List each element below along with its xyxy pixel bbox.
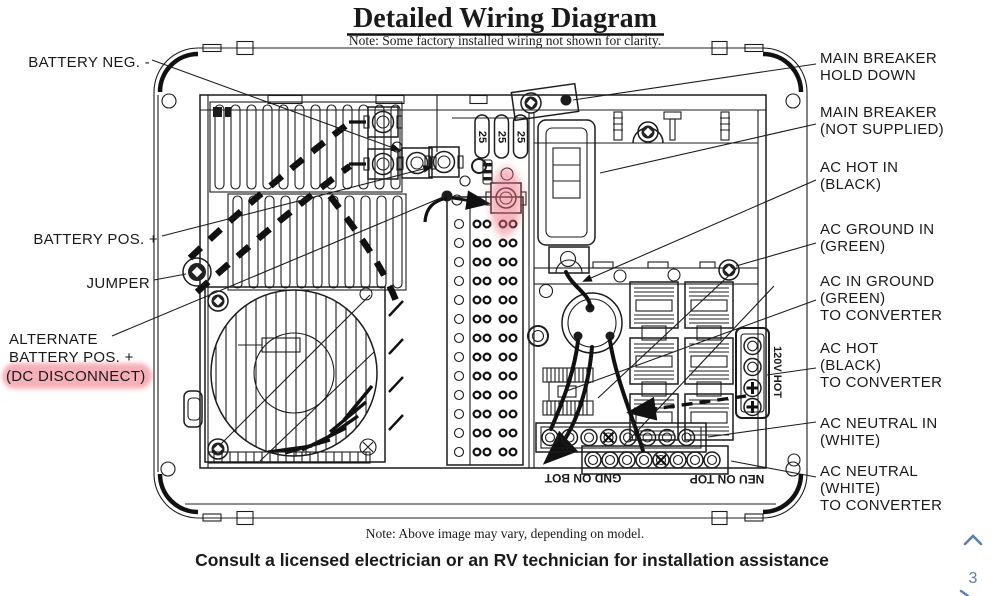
label-main-breaker-1: MAIN BREAKER	[820, 104, 937, 121]
subtitle-note: Note: Some factory installed wiring not …	[349, 33, 661, 48]
label-ac-in-ground-3: TO CONVERTER	[820, 307, 942, 324]
header: Detailed Wiring Diagram Note: Some facto…	[347, 3, 664, 48]
screw-icon	[637, 121, 659, 143]
label-alternate-2: BATTERY POS. +	[9, 349, 134, 366]
hot-block-label: 120V HOT	[771, 346, 783, 398]
enclosure-outline	[153, 47, 808, 519]
label-ac-neutral-in-2: (WHITE)	[820, 432, 880, 449]
mounting-hole	[160, 461, 176, 477]
label-ac-in-ground-2: (GREEN)	[820, 290, 885, 307]
terminal-posts	[613, 111, 730, 144]
label-ac-ground-in-2: (GREEN)	[820, 238, 885, 255]
ground-screw-icon	[718, 259, 740, 281]
label-battery-neg: BATTERY NEG. -	[28, 54, 150, 71]
cooling-fan	[183, 286, 404, 464]
label-ac-neutral-conv-1: AC NEUTRAL	[820, 463, 918, 480]
enclosure-frame	[153, 40, 808, 526]
label-ac-ground-in-1: AC GROUND IN	[820, 221, 934, 238]
screw-icon	[207, 438, 229, 460]
battery-cables	[187, 120, 402, 308]
hot-terminal-block: 120V HOT	[735, 327, 783, 419]
left-labels: BATTERY NEG. - BATTERY POS. + JUMPER ALT…	[2, 54, 158, 389]
gnd-strip-label: GND ON BOT	[544, 471, 621, 485]
hold-down-anchor-dot	[560, 94, 572, 106]
ac-wire-junction	[527, 292, 623, 354]
dc-disconnect-connector	[423, 166, 527, 238]
footer: Note: Above image may vary, depending on…	[195, 526, 829, 570]
label-ac-in-ground-1: AC IN GROUND	[820, 273, 934, 290]
fuse-slots-25amp: 25 25 25	[474, 114, 529, 185]
pagination[interactable]: 3	[959, 534, 983, 596]
label-ac-neutral-in-1: AC NEUTRAL IN	[820, 415, 938, 432]
mounting-hole	[161, 93, 177, 109]
jumper-screw	[182, 257, 212, 287]
label-ac-hot-in-2: (BLACK)	[820, 176, 881, 193]
label-main-breaker-2: (NOT SUPPLIED)	[820, 121, 944, 138]
page-title: Detailed Wiring Diagram	[353, 3, 657, 34]
leader-lines	[111, 59, 817, 478]
label-hold-down-1: MAIN BREAKER	[820, 50, 937, 67]
breaker-hold-down-bracket	[510, 82, 580, 122]
pink-highlight-dc-disconnect	[2, 363, 152, 389]
right-labels: MAIN BREAKER HOLD DOWN MAIN BREAKER (NOT…	[820, 50, 944, 514]
chevron-up-icon[interactable]	[963, 534, 983, 546]
label-ac-hot-conv-3: TO CONVERTER	[820, 374, 942, 391]
ground-rail	[533, 259, 759, 299]
battery-bolt	[363, 148, 403, 180]
chevron-down-icon[interactable]	[959, 589, 970, 596]
label-battery-pos: BATTERY POS. +	[33, 231, 158, 248]
label-hold-down-2: HOLD DOWN	[820, 67, 916, 84]
label-alternate-3: (DC DISCONNECT)	[6, 368, 146, 385]
fuse-amp-label: 25	[515, 131, 527, 143]
label-ac-hot-conv-1: AC HOT	[820, 340, 878, 357]
mounting-hole	[785, 93, 801, 109]
label-alternate-1: ALTERNATE	[9, 331, 98, 348]
label-ac-neutral-conv-3: TO CONVERTER	[820, 497, 942, 514]
footer-warning: Consult a licensed electrician or an RV …	[195, 550, 829, 570]
footer-note: Note: Above image may vary, depending on…	[366, 526, 644, 541]
battery-bolt	[363, 106, 403, 138]
fuse-amp-label: 25	[476, 131, 488, 143]
fuse-amp-label: 25	[496, 131, 508, 143]
pink-highlight-connector	[489, 166, 523, 238]
neu-strip-label: NEU ON TOP	[690, 472, 764, 486]
label-ac-hot-in-1: AC HOT IN	[820, 159, 898, 176]
inner-panel	[199, 94, 767, 469]
branch-breaker-bank	[597, 267, 775, 445]
mounting-hole	[785, 461, 801, 477]
label-ac-hot-conv-2: (BLACK)	[820, 357, 881, 374]
terminal-strips: GND ON BOT NEU ON TOP	[535, 422, 801, 486]
label-jumper: JUMPER	[87, 275, 150, 292]
page-number[interactable]: 3	[969, 570, 978, 587]
label-ac-neutral-conv-2: (WHITE)	[820, 480, 880, 497]
